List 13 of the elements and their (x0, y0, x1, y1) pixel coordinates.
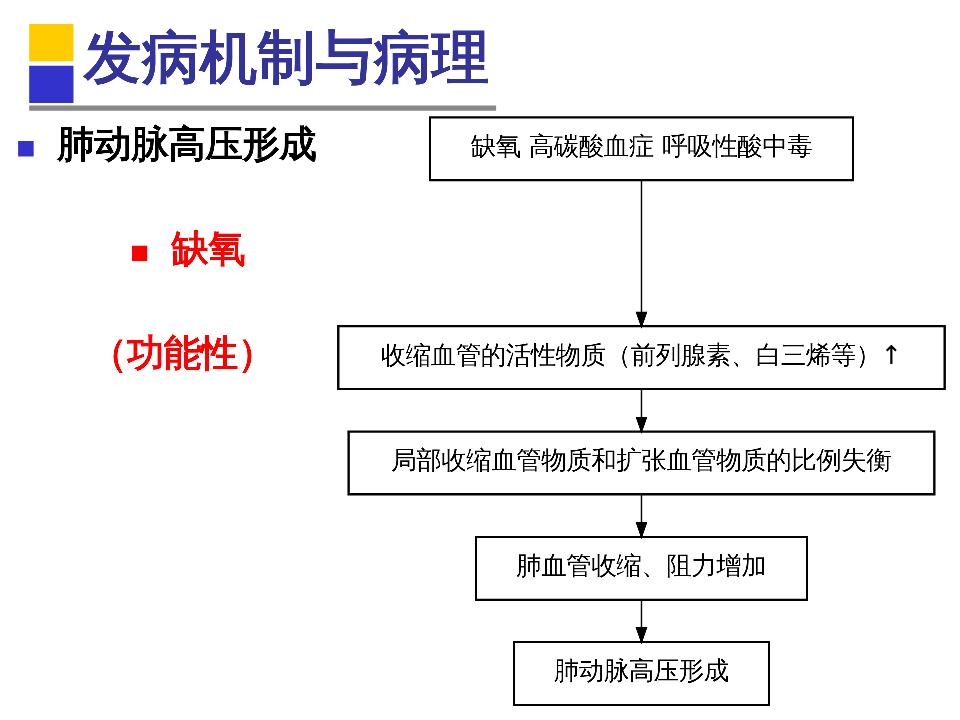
node-box: 收缩血管的活性物质（前列腺素、白三烯等）↑ (338, 324, 946, 390)
arrow (636, 180, 648, 328)
arrow (636, 494, 648, 539)
arrow (636, 600, 648, 644)
node-box: 缺氧 高碳酸血症 呼吸性酸中毒 (429, 116, 854, 182)
label: 缺氧 (171, 226, 246, 270)
node-box: 肺血管收缩、阻力增加 (475, 536, 808, 601)
arrow (636, 389, 648, 434)
label: 肺动脉高压形成 (58, 121, 317, 166)
label: （功能性） (90, 330, 275, 374)
node-box: 肺动脉高压形成 (513, 640, 770, 706)
diagram-title: 发病机制与病理 (84, 22, 490, 91)
node-box: 局部收缩血管物质和扩张血管物质的比例失衡 (348, 430, 936, 496)
